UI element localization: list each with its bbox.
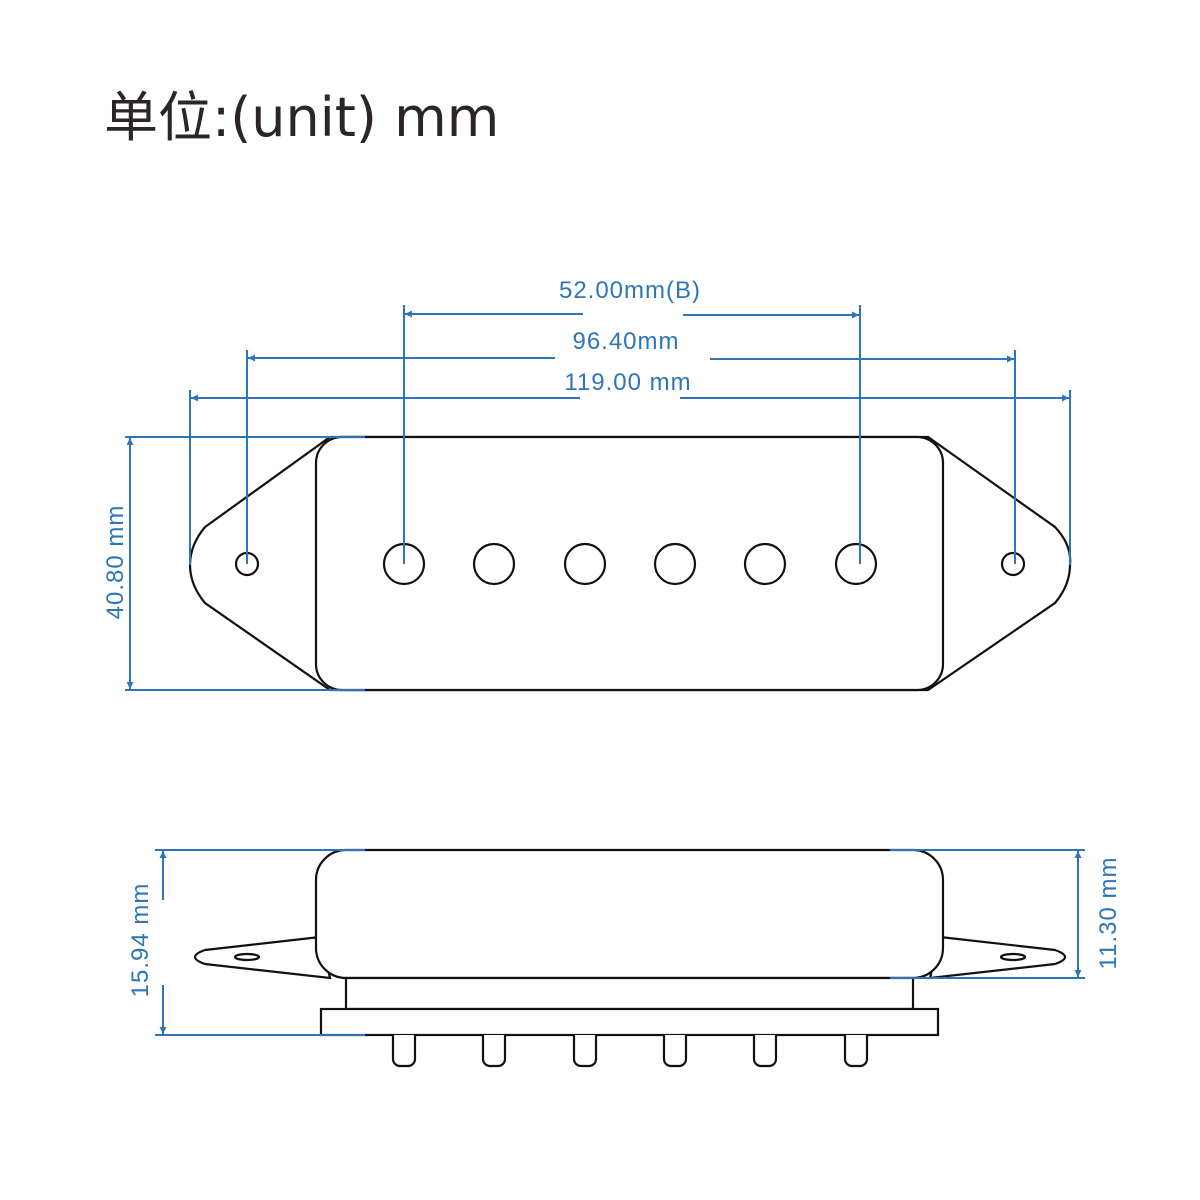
- pickup-cover-side: [314, 848, 945, 980]
- top-view: [188, 435, 1072, 692]
- pole-piece: [653, 542, 697, 586]
- pole-piece: [834, 542, 878, 586]
- dim-total-height-label: 15.94 mm: [127, 883, 154, 998]
- mounting-ear-left: [193, 935, 332, 980]
- dim-overall-length-label: 119.00 mm: [564, 369, 691, 396]
- pole-piece: [563, 542, 607, 586]
- pole-piece: [743, 542, 787, 586]
- mounting-ear-right: [928, 935, 1067, 980]
- dim-pole-spacing-label: 52.00mm(B): [559, 277, 701, 304]
- bobbin-base: [344, 976, 915, 1011]
- side-dimensions: 15.94 mm 11.30 mm: [127, 849, 1122, 1036]
- top-dimensions: 52.00mm(B) 96.40mm 119.00 mm 40.80 mm: [102, 277, 1071, 691]
- base-plate: [319, 1007, 940, 1037]
- pole-pins: [391, 1035, 869, 1068]
- mounting-hole-right: [1000, 551, 1026, 577]
- dim-cover-height-label: 11.30 mm: [1095, 857, 1122, 970]
- dim-mount-holes-label: 96.40mm: [572, 328, 679, 355]
- unit-title: 单位:(unit) mm: [104, 86, 499, 149]
- pickup-cover: [314, 435, 945, 692]
- dim-width-label: 40.80 mm: [102, 505, 129, 620]
- pole-piece: [472, 542, 516, 586]
- side-view: [193, 848, 1067, 1068]
